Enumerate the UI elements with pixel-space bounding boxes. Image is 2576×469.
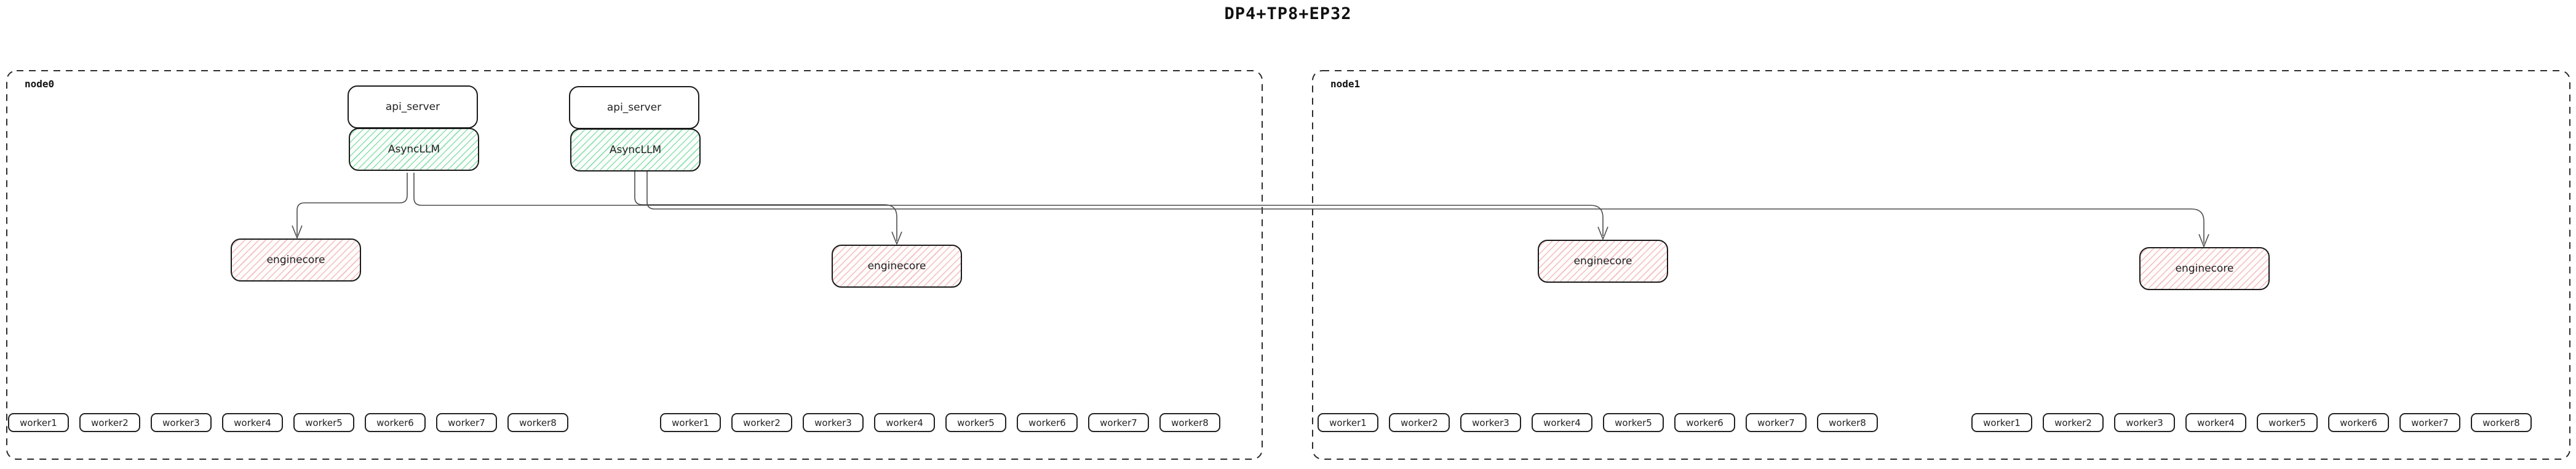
arrowhead-enginecore3 (1597, 226, 1608, 241)
worker-chip: worker8 (2471, 413, 2532, 432)
worker-chip: worker5 (2257, 413, 2318, 432)
worker-chip: worker4 (222, 413, 283, 432)
worker-chip: worker8 (507, 413, 568, 432)
worker-group-node0-b: worker1 worker2 worker3 worker4 worker5 worke… (660, 413, 1220, 432)
worker-chip: worker1 (660, 413, 721, 432)
worker-chip: worker5 (1603, 413, 1664, 432)
edge-asyncllm1-enginecore3 (413, 173, 1604, 236)
enginecore-box-4: enginecore (2139, 247, 2270, 290)
worker-chip: worker4 (2185, 413, 2246, 432)
arrowhead-enginecore1 (292, 225, 303, 240)
worker-chip: worker5 (293, 413, 354, 432)
worker-chip: worker7 (2399, 413, 2460, 432)
worker-chip: worker6 (1017, 413, 1078, 432)
worker-chip: worker7 (1746, 413, 1807, 432)
worker-chip: worker3 (1460, 413, 1521, 432)
api-server-box-2: api_server (569, 86, 699, 129)
worker-chip: worker1 (8, 413, 69, 432)
worker-chip: worker3 (2114, 413, 2175, 432)
api-server-box-1: api_server (348, 85, 478, 128)
worker-chip: worker8 (1817, 413, 1878, 432)
enginecore-box-3: enginecore (1538, 240, 1668, 283)
worker-chip: worker3 (151, 413, 212, 432)
worker-chip: worker1 (1318, 413, 1378, 432)
edge-asyncllm1-enginecore1 (296, 173, 408, 235)
enginecore-box-1: enginecore (231, 238, 361, 282)
enginecore-box-2: enginecore (832, 245, 962, 288)
asyncllm-box-1: AsyncLLM (349, 128, 479, 171)
worker-chip: worker7 (1088, 413, 1149, 432)
worker-chip: worker2 (2043, 413, 2104, 432)
worker-chip: worker4 (1532, 413, 1592, 432)
asyncllm-box-2: AsyncLLM (570, 128, 701, 171)
worker-chip: worker5 (945, 413, 1006, 432)
worker-chip: worker8 (1159, 413, 1220, 432)
node0-label: node0 (25, 78, 55, 90)
worker-chip: worker6 (365, 413, 426, 432)
worker-chip: worker3 (803, 413, 864, 432)
arrowhead-enginecore4 (2198, 234, 2209, 248)
worker-chip: worker7 (436, 413, 497, 432)
worker-group-node0-a: worker1 worker2 worker3 worker4 worker5 worke… (8, 413, 568, 432)
node1-border (1312, 70, 2570, 460)
worker-chip: worker2 (1389, 413, 1450, 432)
arrowhead-enginecore2 (891, 231, 902, 246)
worker-group-node1-a: worker1 worker2 worker3 worker4 worker5 worke… (1318, 413, 1878, 432)
edge-asyncllm2-enginecore2 (634, 171, 897, 241)
worker-chip: worker2 (79, 413, 140, 432)
worker-group-node1-b: worker1 worker2 worker3 worker4 worker5 worke… (1971, 413, 2532, 432)
worker-chip: worker6 (1674, 413, 1735, 432)
diagram-title: DP4+TP8+EP32 (1224, 4, 1352, 23)
worker-chip: worker6 (2328, 413, 2389, 432)
node1-label: node1 (1330, 78, 1361, 90)
worker-chip: worker4 (874, 413, 935, 432)
worker-chip: worker1 (1971, 413, 2032, 432)
edge-asyncllm2-enginecore4 (646, 171, 2204, 243)
worker-chip: worker2 (731, 413, 792, 432)
